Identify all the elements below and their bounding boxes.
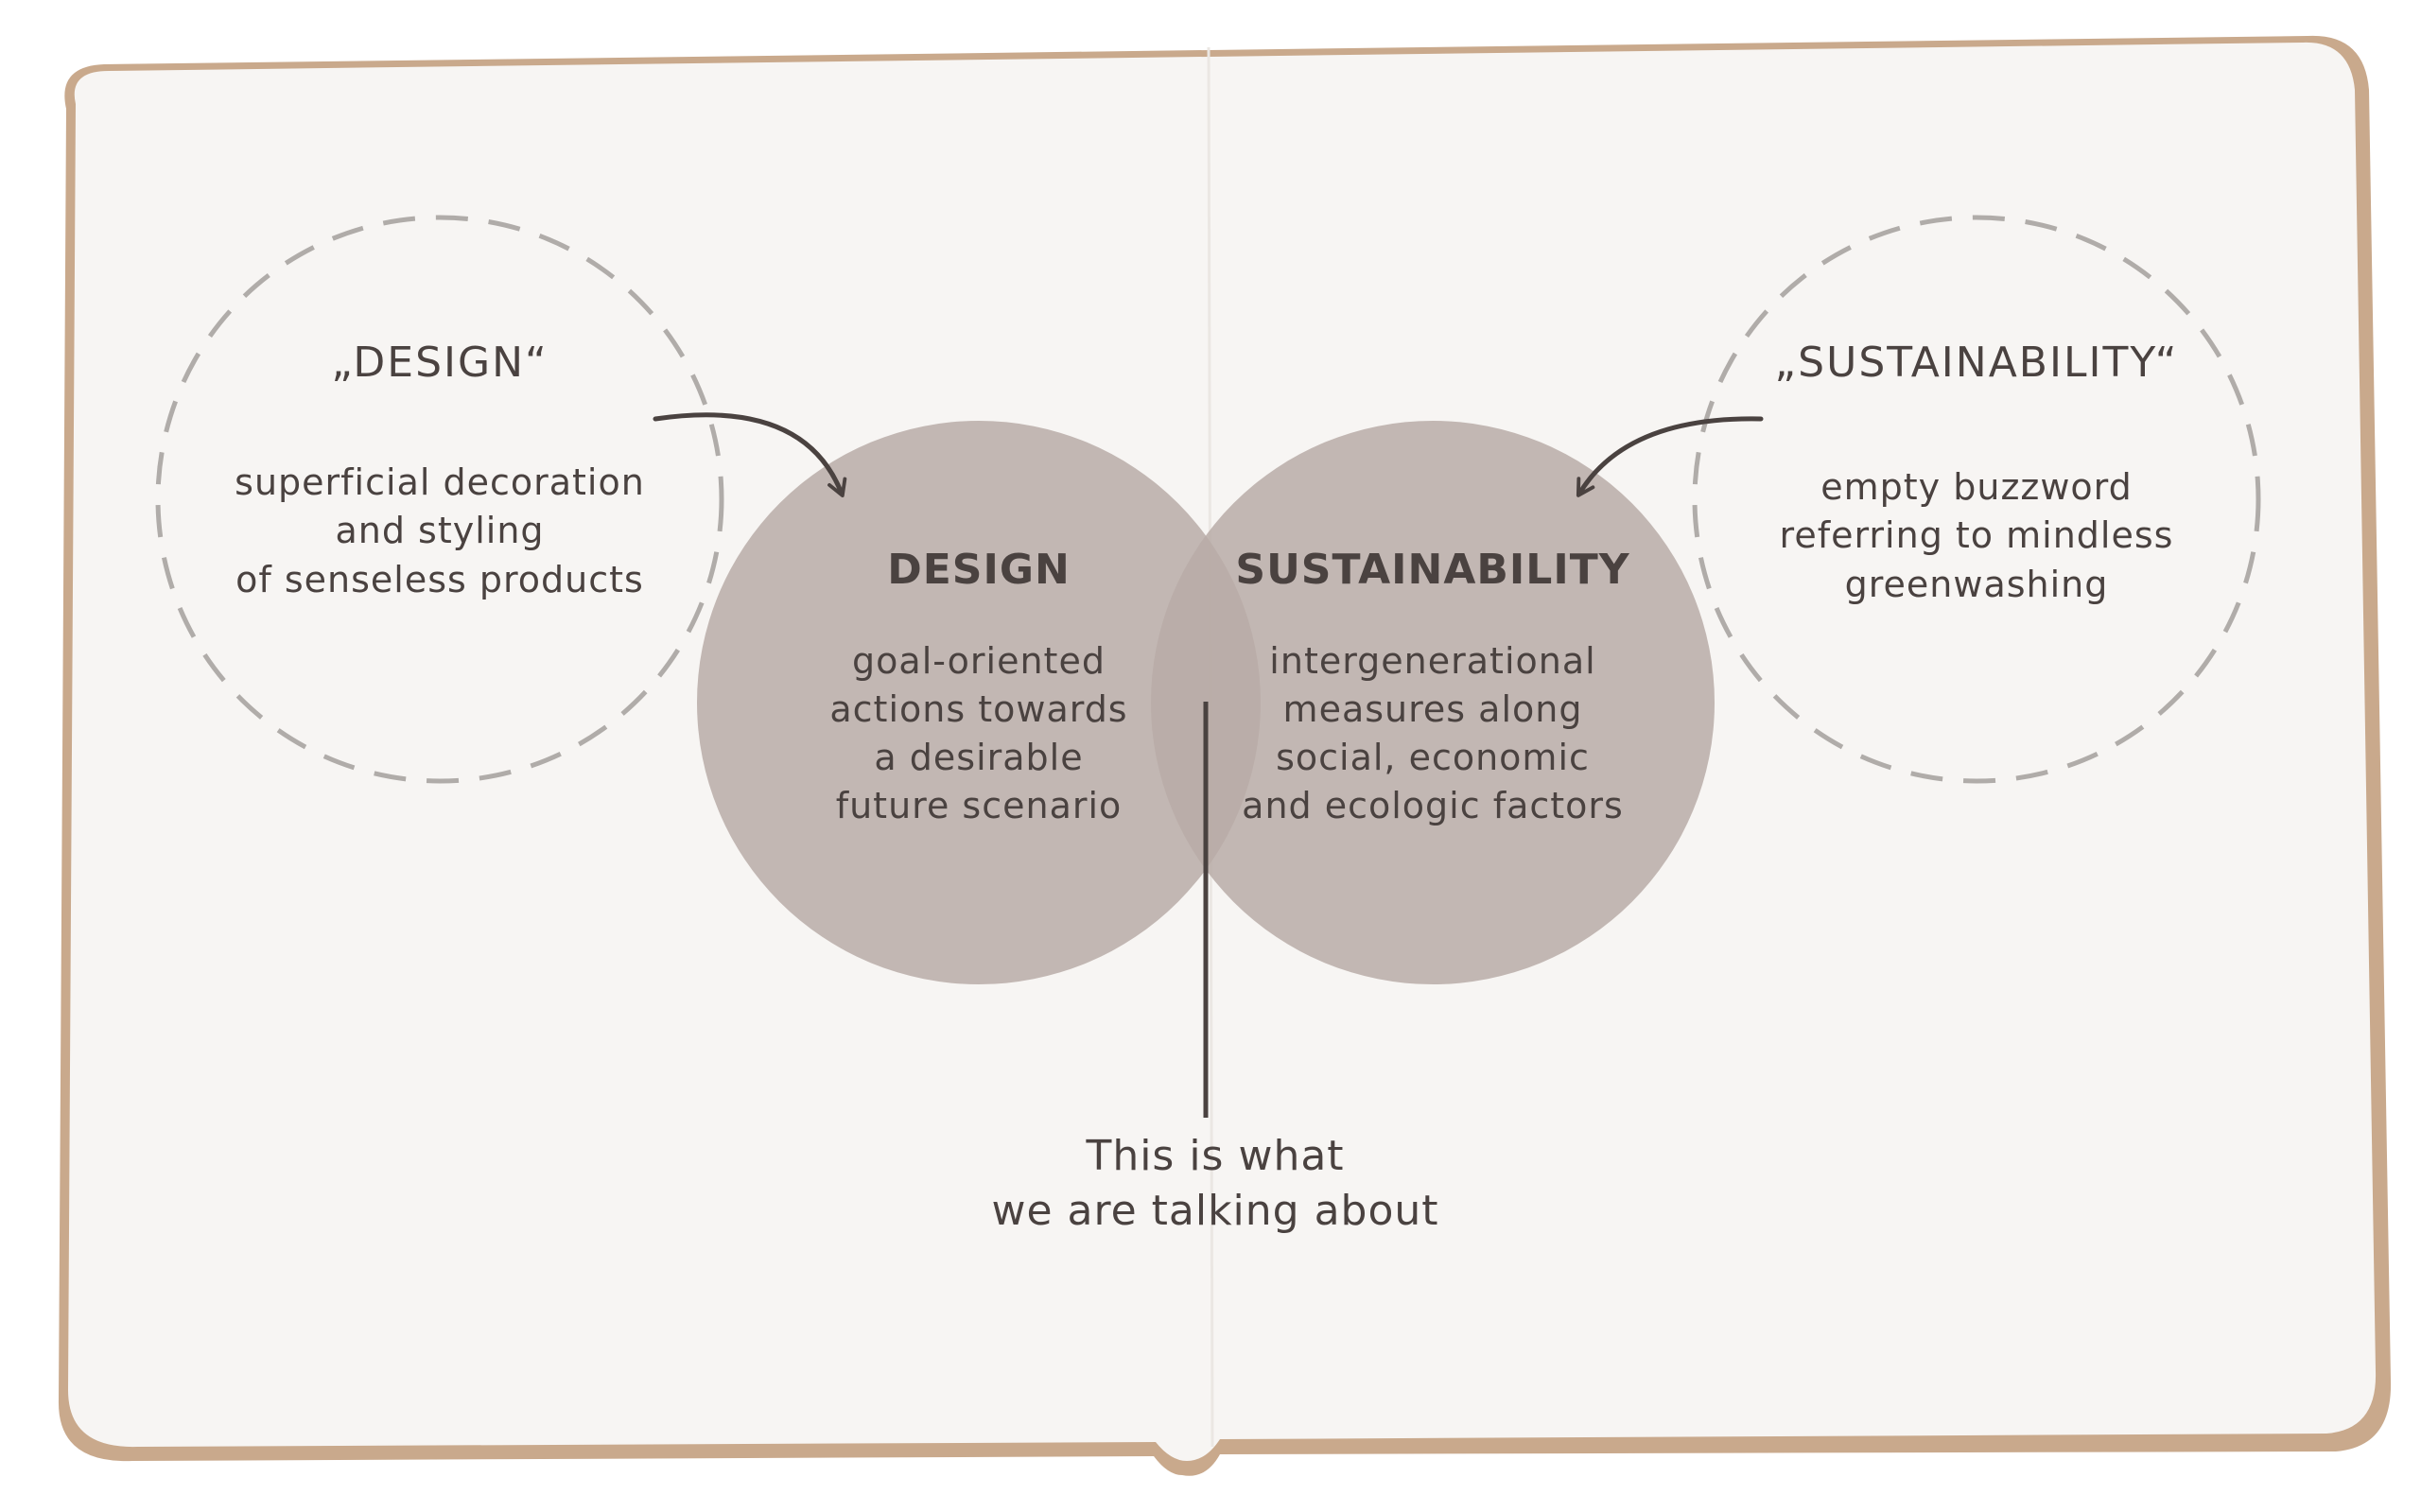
sustainability-circle-line-3: social, economic bbox=[1276, 737, 1590, 778]
intersection-caption-line-1: This is what bbox=[1085, 1132, 1344, 1180]
sustainability-circle-line-1: intergenerational bbox=[1269, 640, 1595, 682]
right-dashed-circle bbox=[1692, 215, 2261, 784]
right-arrow bbox=[1576, 416, 1764, 497]
left-concept-line-1: superficial decoration bbox=[235, 461, 645, 503]
left-arrow bbox=[653, 412, 847, 497]
left-concept-line-3: of senseless products bbox=[235, 559, 644, 600]
design-circle-line-3: a desirable bbox=[874, 737, 1083, 778]
intersection-caption-line-2: we are talking about bbox=[991, 1187, 1438, 1235]
left-concept-title: „DESIGN“ bbox=[331, 339, 549, 387]
sustainability-circle-line-4: and ecologic factors bbox=[1242, 785, 1624, 826]
right-concept-line-2: referring to mindless bbox=[1780, 514, 2174, 556]
right-concept-line-1: empty buzzword bbox=[1820, 466, 2133, 508]
left-concept-line-2: and styling bbox=[335, 510, 544, 551]
design-circle-line-1: goal-oriented bbox=[852, 640, 1106, 682]
sustainability-circle-line-2: measures along bbox=[1283, 688, 1583, 730]
sustainability-circle-title: SUSTAINABILITY bbox=[1235, 546, 1629, 594]
sustainability-circle bbox=[1151, 421, 1715, 984]
left-dashed-circle bbox=[155, 215, 724, 784]
design-circle-line-4: future scenario bbox=[836, 785, 1123, 826]
design-circle bbox=[697, 421, 1261, 984]
right-concept-title: „SUSTAINABILITY“ bbox=[1774, 339, 2178, 387]
design-circle-line-2: actions towards bbox=[829, 688, 1127, 730]
design-circle-title: DESIGN bbox=[887, 546, 1071, 594]
right-concept-line-3: greenwashing bbox=[1845, 564, 2109, 605]
